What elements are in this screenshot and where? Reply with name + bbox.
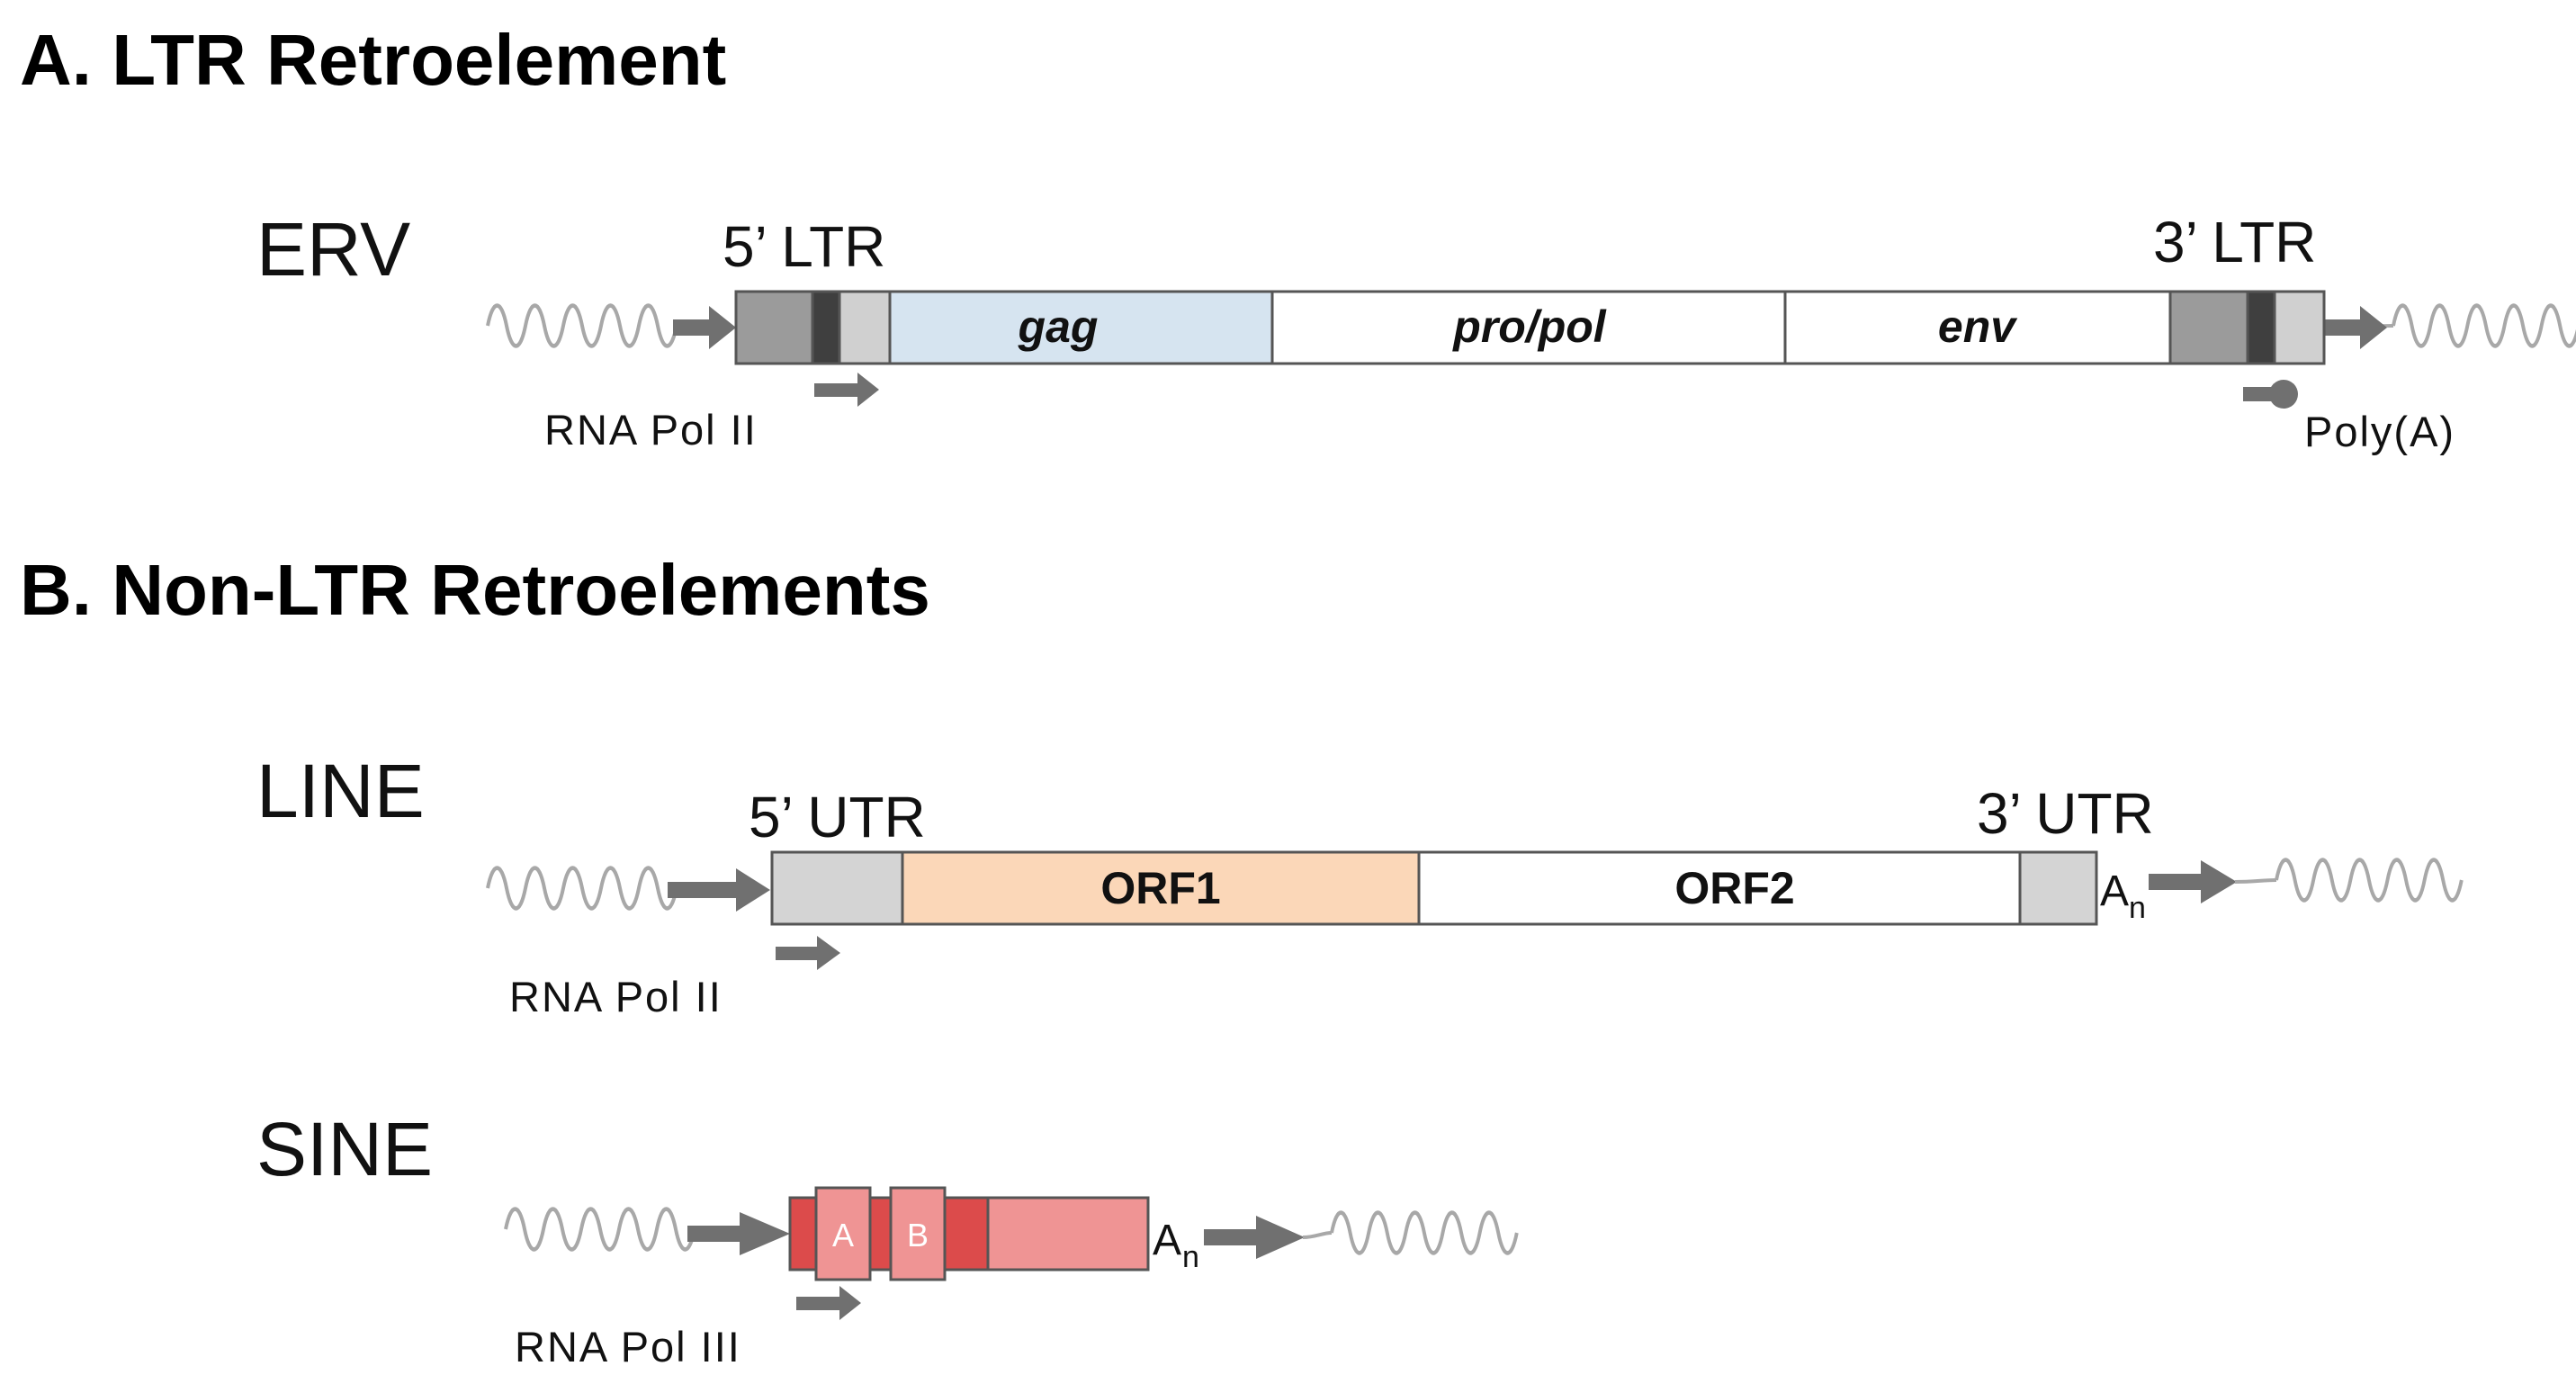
sine-tail-light (986, 1196, 1150, 1272)
line-polya-a: A (2100, 867, 2129, 915)
pro-pol-label: pro/pol (1451, 301, 1607, 352)
erv-5-ltr-block (734, 290, 892, 365)
sine-transcription-start-arrow (796, 1286, 861, 1320)
line-left-flank-arrow (668, 868, 770, 912)
ltr3-r (2246, 290, 2276, 365)
gag-segment (888, 290, 1274, 365)
erv-rna-pol-label: RNA Pol II (544, 406, 758, 454)
sine-right-flank-wave (1302, 1213, 1517, 1254)
line-5-utr-label: 5’ UTR (749, 785, 926, 849)
orf1-label: ORF1 (1100, 863, 1220, 913)
erv-3-ltr-label: 3’ LTR (2153, 210, 2316, 274)
erv-right-flank-arrow (2324, 306, 2387, 349)
env-segment (1783, 290, 2172, 365)
erv-polya-signal-icon (2243, 380, 2298, 409)
env-label: env (1938, 301, 2018, 352)
sine-polya-n: n (1182, 1240, 1199, 1274)
sine-body (788, 1186, 1150, 1281)
erv-polya-label: Poly(A) (2304, 408, 2455, 455)
erv-transcription-start-arrow (814, 373, 879, 407)
sine-polya-a: A (1153, 1217, 1181, 1264)
sine-polya-tail: A n (1153, 1217, 1199, 1274)
orf2-segment (1417, 850, 2022, 926)
line-label: LINE (256, 749, 425, 833)
orf2-label: ORF2 (1674, 863, 1794, 913)
sine-right-flank-arrow (1204, 1216, 1305, 1259)
section-b-title: B. Non-LTR Retroelements (20, 550, 930, 630)
line-right-flank-wave (2234, 860, 2462, 901)
erv-left-flank-arrow (673, 306, 736, 349)
ltr5-u3 (734, 290, 814, 365)
pro-pol-segment (1270, 290, 1787, 365)
ltr3-u3 (2168, 290, 2249, 365)
sine-left-flank-arrow (687, 1212, 790, 1255)
sine-rna-pol-label: RNA Pol III (515, 1323, 741, 1371)
sine-label: SINE (256, 1107, 433, 1191)
line-transcription-start-arrow (776, 936, 840, 970)
gag-label: gag (1018, 301, 1099, 352)
sine-box-b-label: B (907, 1217, 929, 1254)
sine-box-a-label: A (832, 1217, 854, 1254)
ltr5-r (811, 290, 841, 365)
line-3-utr-label: 3’ UTR (1977, 781, 2154, 846)
line-3-utr-segment (2018, 850, 2098, 926)
ltr3-u5 (2273, 290, 2326, 365)
section-a-title: A. LTR Retroelement (20, 20, 726, 100)
sine-box-b (889, 1186, 947, 1281)
line-5-utr-segment (770, 850, 904, 926)
erv-3-ltr-block (2168, 290, 2326, 365)
line-rna-pol-label: RNA Pol II (509, 973, 723, 1020)
ltr5-u5 (838, 290, 892, 365)
line-polya-tail: A n (2100, 867, 2146, 925)
line-polya-n: n (2129, 891, 2146, 925)
erv-5-ltr-label: 5’ LTR (723, 214, 885, 279)
sine-box-a (814, 1186, 872, 1281)
orf1-segment (901, 850, 1421, 926)
line-right-flank-arrow (2149, 860, 2237, 903)
erv-label: ERV (256, 207, 410, 292)
